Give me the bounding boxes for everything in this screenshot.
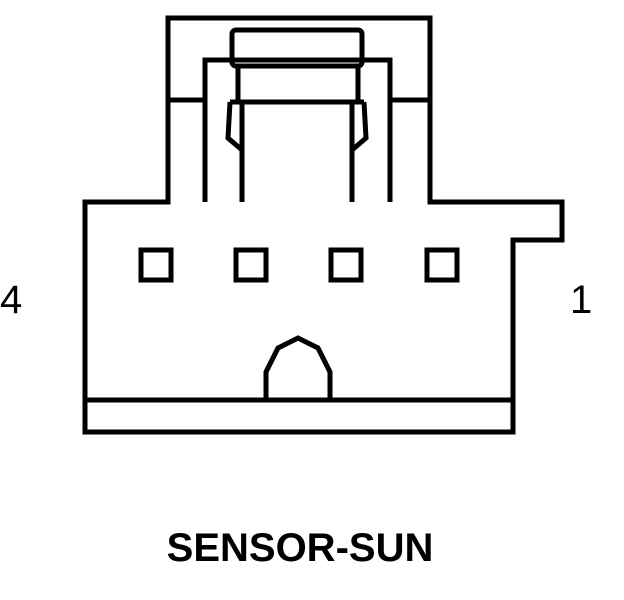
pin-cavity bbox=[424, 247, 460, 283]
latch-arm-right bbox=[349, 99, 369, 202]
keying-bump bbox=[263, 335, 333, 400]
latch-crossbar-inner bbox=[235, 63, 361, 105]
latch-frame bbox=[202, 57, 393, 202]
pin-cavity bbox=[328, 247, 364, 283]
connector-caption: SENSOR-SUN bbox=[166, 526, 434, 570]
pin-cavity bbox=[138, 247, 174, 283]
pin-label-right: 1 bbox=[570, 278, 593, 322]
pin-cavity bbox=[233, 247, 269, 283]
connector-body-outline bbox=[82, 15, 565, 435]
pin-label-left: 4 bbox=[0, 278, 23, 322]
latch-arm-left bbox=[225, 99, 245, 202]
